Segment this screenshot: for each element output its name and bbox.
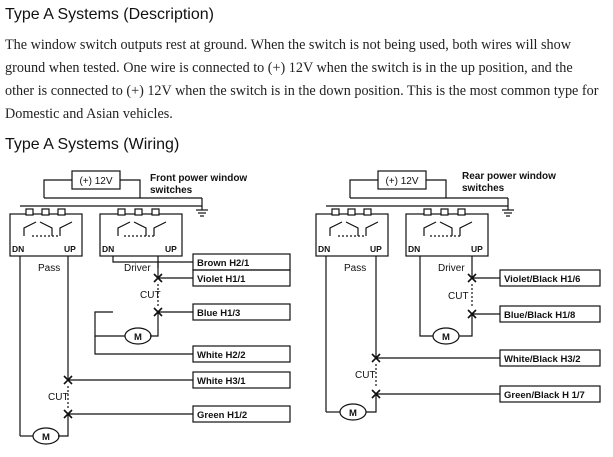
front-motor-upper-label: M (134, 332, 142, 343)
front-driver-up: UP (165, 244, 177, 254)
front-driver-dn: DN (102, 244, 114, 254)
svg-text:Brown H2/1: Brown H2/1 (197, 258, 250, 269)
front-pass-label: Pass (38, 263, 60, 274)
description-heading: Type A Systems (Description) (5, 6, 214, 23)
svg-text:Blue H1/3: Blue H1/3 (197, 308, 240, 319)
front-title-line1: Front power window (150, 173, 247, 184)
description-paragraph: The window switch outputs rest at ground… (5, 37, 599, 122)
front-pass-dn: DN (12, 244, 24, 254)
front-wire-violet (192, 269, 291, 287)
front-pass-up: UP (64, 244, 76, 254)
rear-cut-upper: CUT (448, 291, 469, 302)
svg-text:Blue/Black H1/8: Blue/Black H1/8 (504, 310, 575, 321)
front-cut-lower: CUT (48, 392, 69, 403)
rear-motor-upper-label: M (442, 332, 450, 343)
rear-title-line2: switches (462, 183, 505, 194)
rear-title-line1: Rear power window (462, 171, 556, 182)
svg-text:Violet H1/1: Violet H1/1 (197, 274, 246, 285)
front-cut-upper: CUT (140, 290, 161, 301)
front-title-line2: switches (150, 185, 193, 196)
front-diagram: (+) 12V Front power window switches DN U… (9, 170, 291, 445)
front-wire-blue (192, 303, 291, 321)
front-wire-green (192, 405, 291, 423)
rear-wire-violet-black (499, 269, 601, 287)
front-driver-label: Driver (124, 263, 151, 274)
rear-wire-blue-black (499, 305, 601, 323)
front-power-label: (+) 12V (79, 176, 112, 187)
rear-cut-lower: CUT (355, 370, 376, 381)
rear-driver-up: UP (471, 244, 483, 254)
rear-power-label: (+) 12V (385, 176, 418, 187)
rear-wire-green-black (499, 385, 601, 403)
svg-text:Green/Black H 1/7: Green/Black H 1/7 (504, 390, 585, 401)
rear-wire-white-black (499, 349, 601, 367)
rear-pass-dn: DN (318, 244, 330, 254)
svg-text:White/Black H3/2: White/Black H3/2 (504, 354, 581, 365)
rear-motor-lower-label: M (349, 408, 357, 419)
rear-pass-label: Pass (344, 263, 366, 274)
rear-diagram: (+) 12V Rear power window switches DN UP… (315, 170, 601, 421)
front-wire-white-h2 (192, 345, 291, 363)
rear-driver-label: Driver (438, 263, 465, 274)
svg-text:White H3/1: White H3/1 (197, 376, 246, 387)
wiring-heading: Type A Systems (Wiring) (5, 136, 180, 153)
svg-text:Green H1/2: Green H1/2 (197, 410, 247, 421)
rear-driver-dn: DN (408, 244, 420, 254)
rear-pass-up: UP (370, 244, 382, 254)
front-wire-white-h3 (192, 371, 291, 389)
svg-text:White H2/2: White H2/2 (197, 350, 246, 361)
front-motor-lower-label: M (42, 432, 50, 443)
svg-text:Violet/Black H1/6: Violet/Black H1/6 (504, 274, 580, 285)
